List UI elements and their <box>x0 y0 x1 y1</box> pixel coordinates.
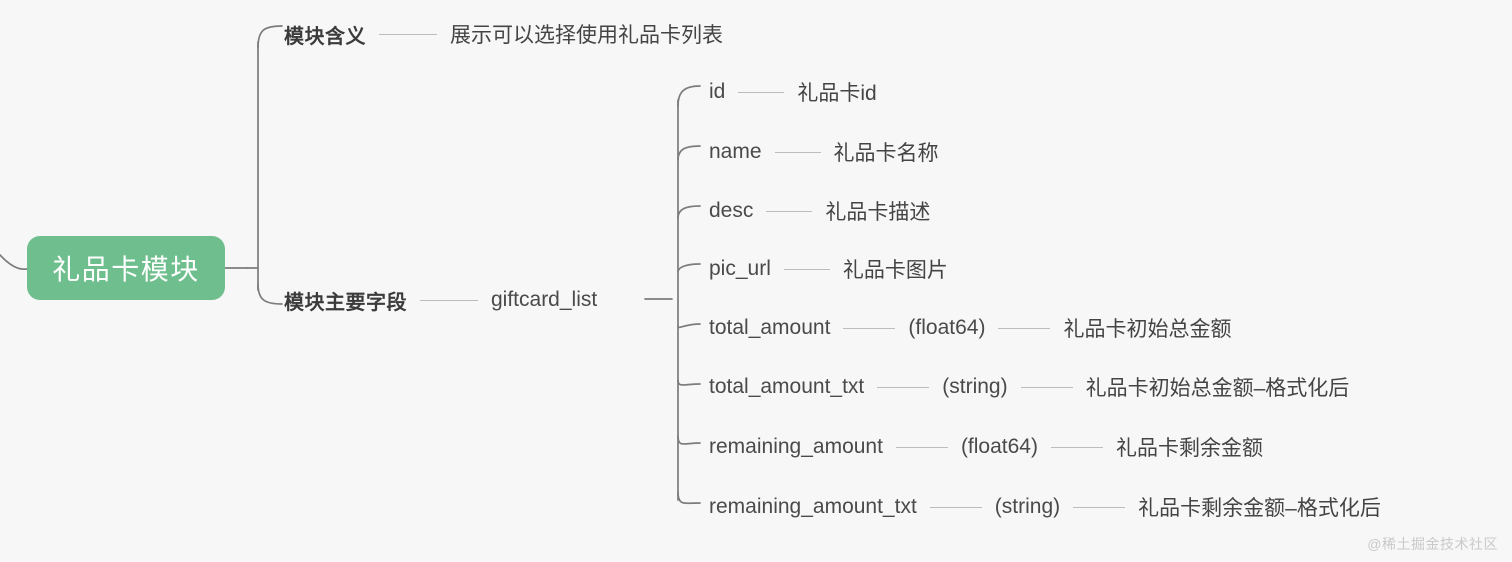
field-desc: 礼品卡初始总金额 <box>1063 318 1232 341</box>
field-desc: 礼品卡剩余金额 <box>1115 437 1263 460</box>
field-desc: 礼品卡描述 <box>825 201 931 224</box>
field-row-name[interactable]: name 礼品卡名称 <box>709 135 939 169</box>
dash-separator-icon <box>929 506 982 508</box>
branch-meaning-value: 展示可以选择使用礼品卡列表 <box>450 24 723 47</box>
field-row-total-amount[interactable]: total_amount (float64) 礼品卡初始总金额 <box>709 311 1231 345</box>
field-row-remaining-amount-txt[interactable]: remaining_amount_txt (string) 礼品卡剩余金额–格式… <box>709 490 1381 524</box>
dash-separator-icon <box>843 327 896 329</box>
field-type: (string) <box>942 375 1008 398</box>
field-type: (float64) <box>908 316 986 339</box>
dash-separator-icon <box>379 33 437 35</box>
field-name: total_amount <box>709 316 831 339</box>
dash-separator-icon <box>1020 386 1073 388</box>
dash-separator-icon <box>877 386 930 388</box>
edge-to-field-5 <box>677 379 701 386</box>
field-name: remaining_amount_txt <box>709 495 917 518</box>
edge-to-branch-meaning <box>257 25 283 49</box>
edge-to-branch-fields <box>257 283 283 305</box>
field-name: id <box>709 80 726 103</box>
field-name: total_amount_txt <box>709 375 865 398</box>
field-name: name <box>709 140 762 163</box>
branch-module-fields[interactable]: 模块主要字段 giftcard_list <box>284 283 597 317</box>
dash-separator-icon <box>738 91 785 93</box>
field-type: (string) <box>994 495 1061 518</box>
dash-separator-icon <box>895 446 948 448</box>
field-desc: 礼品卡id <box>797 82 877 105</box>
root-node-label: 礼品卡模块 <box>52 254 200 285</box>
edge-to-field-0 <box>677 85 701 107</box>
field-row-remaining-amount[interactable]: remaining_amount (float64) 礼品卡剩余金额 <box>709 430 1263 464</box>
edge-to-field-7 <box>677 491 701 505</box>
field-desc: 礼品卡图片 <box>842 259 948 282</box>
dash-separator-icon <box>1073 506 1126 508</box>
field-name: pic_url <box>709 257 771 280</box>
field-name: desc <box>709 199 754 222</box>
watermark: @稀土掘金技术社区 <box>1367 536 1498 552</box>
edge-to-field-2 <box>677 205 701 219</box>
field-desc: 礼品卡剩余金额–格式化后 <box>1138 497 1381 520</box>
field-row-pic-url[interactable]: pic_url 礼品卡图片 <box>709 252 948 286</box>
dash-separator-icon <box>1050 446 1103 448</box>
dash-separator-icon <box>774 151 821 153</box>
branch-fields-title: 模块主要字段 <box>284 291 407 314</box>
edge-incoming-stub <box>0 253 28 271</box>
dash-separator-icon <box>998 327 1051 329</box>
branch-module-meaning[interactable]: 模块含义 展示可以选择使用礼品卡列表 <box>284 17 723 51</box>
edge-to-field-3 <box>677 263 701 273</box>
dash-separator-icon <box>783 268 830 270</box>
field-desc: 礼品卡初始总金额–格式化后 <box>1085 377 1350 400</box>
dash-separator-icon <box>420 299 478 301</box>
field-row-id[interactable]: id 礼品卡id <box>709 75 877 109</box>
field-row-total-amount-txt[interactable]: total_amount_txt (string) 礼品卡初始总金额–格式化后 <box>709 370 1349 404</box>
field-type: (float64) <box>960 435 1038 458</box>
field-desc: 礼品卡名称 <box>833 142 939 165</box>
field-name: remaining_amount <box>709 435 883 458</box>
edge-to-field-6 <box>677 435 701 445</box>
edge-to-field-1 <box>677 145 701 161</box>
dash-separator-icon <box>766 210 813 212</box>
branch-fields-value: giftcard_list <box>491 288 598 311</box>
edge-to-field-4 <box>677 323 701 329</box>
root-node[interactable]: 礼品卡模块 <box>27 236 225 300</box>
field-row-desc[interactable]: desc 礼品卡描述 <box>709 194 930 228</box>
branch-meaning-title: 模块含义 <box>284 25 366 48</box>
